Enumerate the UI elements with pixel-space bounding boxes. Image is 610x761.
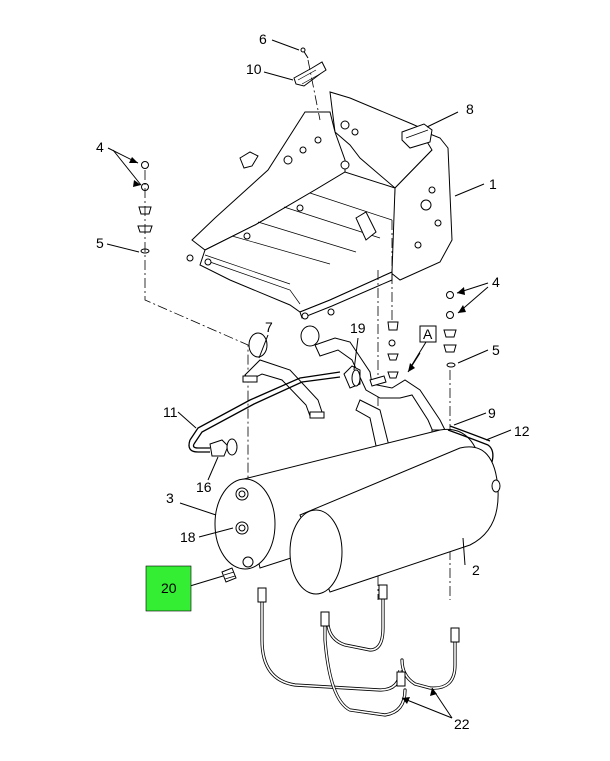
hardware-stack-left bbox=[137, 161, 249, 560]
callout-12: 12 bbox=[514, 423, 530, 439]
highlighted-callout-20[interactable]: 20 bbox=[145, 565, 192, 612]
callout-2: 2 bbox=[472, 562, 480, 578]
highlighted-callout-label: 20 bbox=[161, 580, 177, 596]
callout-8: 8 bbox=[466, 101, 474, 117]
callout-10: 10 bbox=[246, 61, 262, 77]
callout-18: 18 bbox=[180, 529, 196, 545]
callout-4-right: 4 bbox=[492, 274, 500, 290]
bracket-clip bbox=[401, 123, 433, 149]
callout-labels: 6 10 8 1 4 5 4 5 7 19 9 12 11 16 3 18 2 … bbox=[96, 31, 530, 732]
air-line bbox=[188, 365, 361, 457]
callout-5-right: 5 bbox=[492, 342, 500, 358]
callout-19: 19 bbox=[350, 320, 366, 336]
leader-arrowheads bbox=[129, 157, 466, 704]
callout-11: 11 bbox=[163, 404, 178, 420]
callout-22: 22 bbox=[454, 716, 470, 732]
leader-lines bbox=[106, 39, 512, 719]
callout-1: 1 bbox=[489, 176, 497, 192]
callout-9: 9 bbox=[488, 405, 496, 421]
view-label-a[interactable]: A bbox=[419, 325, 437, 343]
mounting-bracket bbox=[186, 91, 453, 320]
view-label-text: A bbox=[423, 326, 433, 342]
callout-3: 3 bbox=[166, 490, 174, 506]
callout-16: 16 bbox=[196, 479, 212, 495]
clip-assembly bbox=[293, 47, 327, 121]
callout-4-left: 4 bbox=[96, 139, 104, 155]
air-hoses bbox=[257, 584, 460, 717]
callout-7: 7 bbox=[265, 319, 273, 335]
callout-5-left: 5 bbox=[96, 235, 104, 251]
callout-6: 6 bbox=[259, 31, 267, 47]
